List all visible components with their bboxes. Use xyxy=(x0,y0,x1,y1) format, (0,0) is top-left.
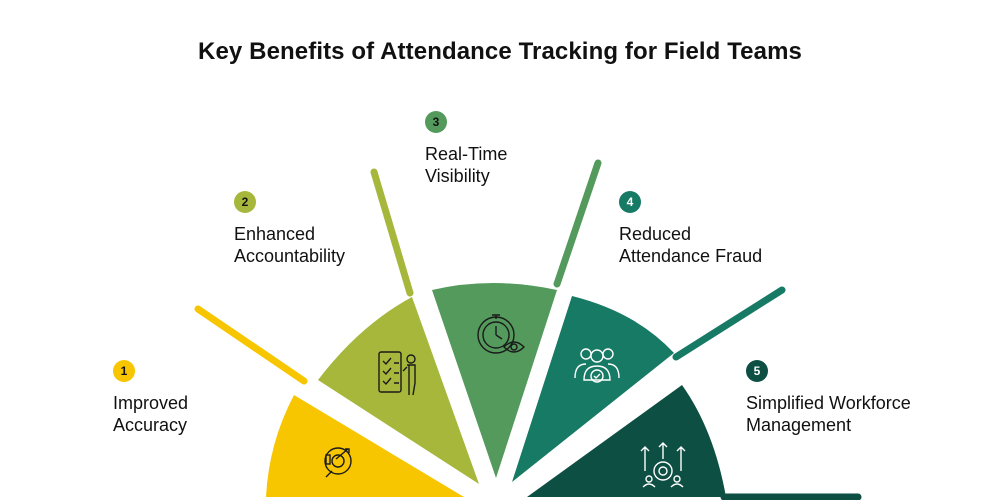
page-title: Key Benefits of Attendance Tracking for … xyxy=(198,38,802,65)
step-number-badge: 3 xyxy=(425,111,447,133)
step-label-line1: Real-Time xyxy=(425,144,508,164)
segment-1 xyxy=(194,305,468,497)
step-label: Simplified Workforce Management xyxy=(746,392,956,436)
step-label-line2: Accuracy xyxy=(113,415,188,435)
step-label-line1: Reduced xyxy=(619,224,692,244)
step-label-line2: Attendance Fraud xyxy=(619,246,763,266)
segment-5 xyxy=(527,385,862,500)
step-label: Real-Time Visibility xyxy=(425,143,635,187)
step-label-line1: Enhanced xyxy=(234,224,316,244)
step-label-line2: Accountability xyxy=(234,246,346,266)
step-4: 4 Reduced Attendance Fraud xyxy=(619,191,829,267)
checklist-presenter-icon xyxy=(378,351,416,396)
target-analytics-icon xyxy=(324,447,352,478)
step-number-badge: 4 xyxy=(619,191,641,213)
segment-4 xyxy=(512,286,786,482)
step-2: 2 Enhanced Accountability xyxy=(234,191,444,267)
step-number-badge: 5 xyxy=(746,360,768,382)
step-1: 1 Improved Accuracy xyxy=(113,360,323,436)
step-5: 5 Simplified Workforce Management xyxy=(746,360,956,436)
step-3: 3 Real-Time Visibility xyxy=(425,111,635,187)
step-label-line1: Improved xyxy=(113,393,189,413)
step-label: Enhanced Accountability xyxy=(234,223,444,267)
segment-3 xyxy=(432,159,602,478)
step-label: Improved Accuracy xyxy=(113,392,323,436)
step-label-line2: Management xyxy=(746,415,852,435)
step-number-badge: 1 xyxy=(113,360,135,382)
step-label-line1: Simplified Workforce xyxy=(746,393,911,413)
step-label: Reduced Attendance Fraud xyxy=(619,223,829,267)
stopwatch-eye-icon xyxy=(477,314,525,354)
verified-team-icon xyxy=(574,348,620,383)
workforce-gear-icon xyxy=(640,442,686,488)
segment-2 xyxy=(318,168,479,484)
step-label-line2: Visibility xyxy=(425,166,490,186)
step-number-badge: 2 xyxy=(234,191,256,213)
